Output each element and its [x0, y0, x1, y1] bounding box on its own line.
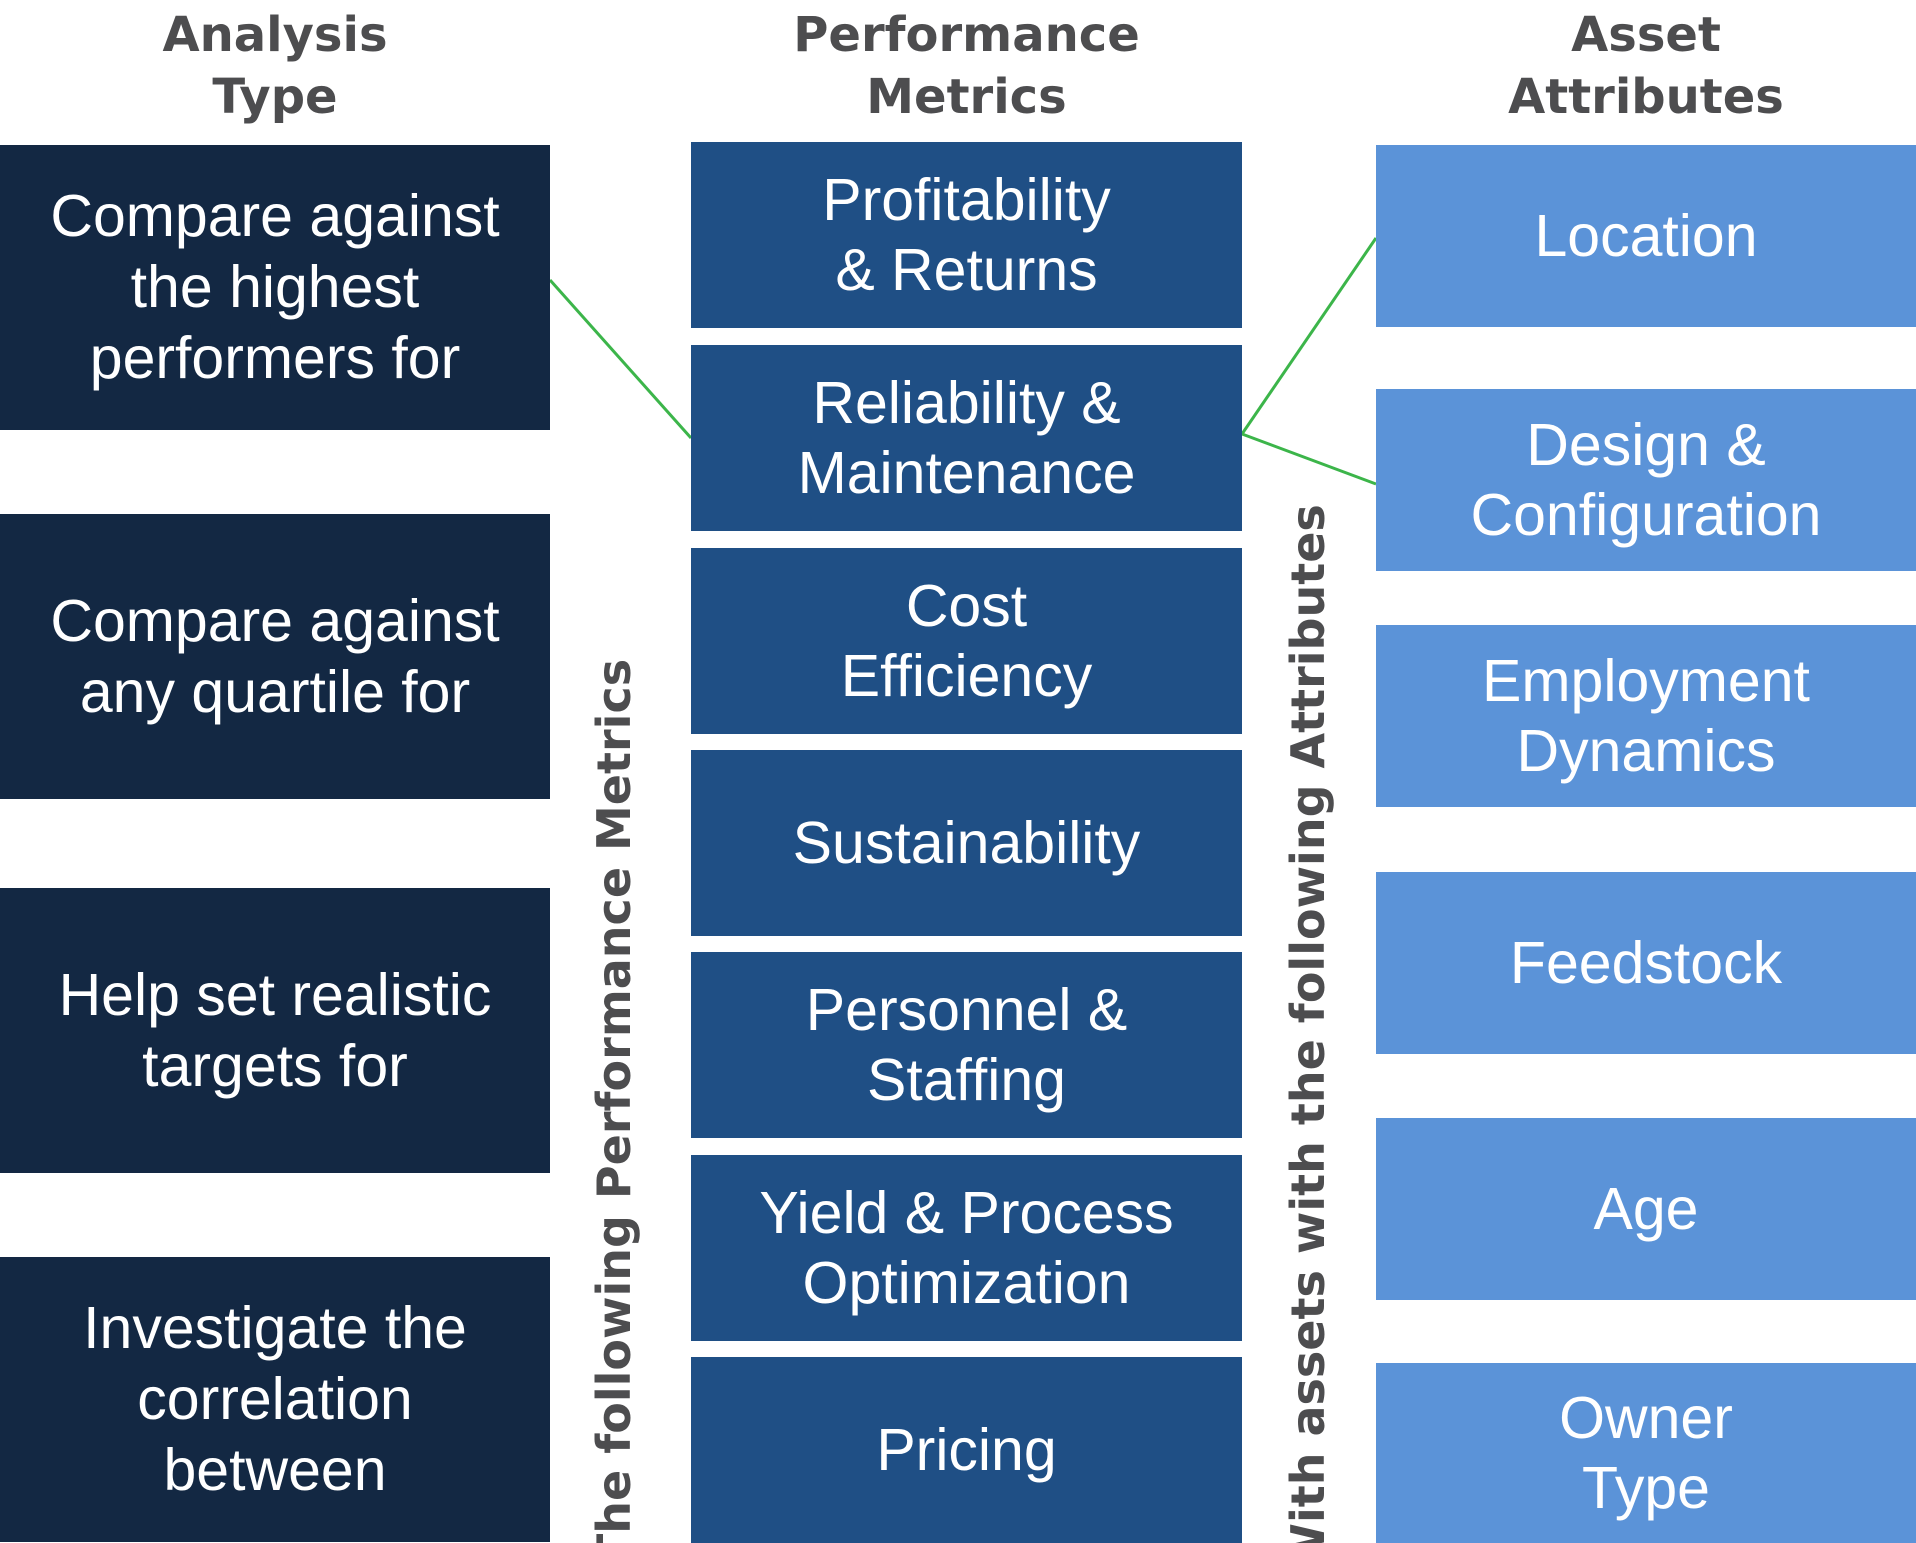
- metrics-connector-label: The following Performance Metrics: [587, 658, 641, 1543]
- attributes-connector-label: With assets with the following Attribute…: [1281, 504, 1335, 1543]
- connector-reliability-to-design: [1241, 432, 1377, 486]
- attribute-box-label: Age: [1593, 1176, 1699, 1242]
- analysis-box-label: Compare against any quartile for: [50, 587, 500, 725]
- metric-box-label: Reliability & Maintenance: [797, 370, 1136, 506]
- metric-box-pricing: Pricing: [691, 1357, 1242, 1543]
- analysis-box-correlation: Investigate the correlation between: [0, 1257, 550, 1542]
- attribute-box-label: Employment Dynamics: [1482, 648, 1810, 784]
- attribute-box-owner-type: Owner Type: [1376, 1363, 1916, 1543]
- attribute-box-location: Location: [1376, 145, 1916, 327]
- metric-box-sustainability: Sustainability: [691, 750, 1242, 936]
- attribute-box-employment: Employment Dynamics: [1376, 625, 1916, 807]
- metric-box-label: Sustainability: [792, 810, 1141, 876]
- analysis-box-label: Investigate the correlation between: [83, 1295, 467, 1503]
- metric-box-yield: Yield & Process Optimization: [691, 1155, 1242, 1341]
- analysis-type-header: Analysis Type: [162, 7, 388, 125]
- analysis-box-realistic-targets: Help set realistic targets for: [0, 888, 550, 1173]
- attribute-box-design: Design & Configuration: [1376, 389, 1916, 571]
- analysis-box-label: Compare against the highest performers f…: [50, 183, 500, 391]
- metric-box-personnel: Personnel & Staffing: [691, 952, 1242, 1138]
- performance-metrics-header: Performance Metrics: [793, 7, 1140, 125]
- attribute-box-label: Location: [1534, 203, 1758, 269]
- analysis-box-label: Help set realistic targets for: [58, 961, 492, 1099]
- attribute-box-label: Design & Configuration: [1470, 412, 1822, 548]
- analysis-box-any-quartile: Compare against any quartile for: [0, 514, 550, 799]
- metric-box-label: Cost Efficiency: [840, 573, 1093, 709]
- connector-analysis-to-reliability: [548, 279, 693, 439]
- asset-attributes-header: Asset Attributes: [1508, 7, 1784, 125]
- attribute-box-label: Feedstock: [1509, 930, 1783, 996]
- metric-box-cost-efficiency: Cost Efficiency: [691, 548, 1242, 734]
- connector-reliability-to-location: [1240, 237, 1378, 435]
- analysis-box-highest-performers: Compare against the highest performers f…: [0, 145, 550, 430]
- metric-box-label: Yield & Process Optimization: [759, 1180, 1174, 1316]
- metric-box-profitability: Profitability & Returns: [691, 142, 1242, 328]
- metric-box-label: Personnel & Staffing: [805, 977, 1128, 1113]
- metric-box-reliability: Reliability & Maintenance: [691, 345, 1242, 531]
- metric-box-label: Pricing: [876, 1417, 1057, 1483]
- attribute-box-age: Age: [1376, 1118, 1916, 1300]
- attribute-box-feedstock: Feedstock: [1376, 872, 1916, 1054]
- attribute-box-label: Owner Type: [1559, 1385, 1733, 1521]
- metric-box-label: Profitability & Returns: [822, 167, 1111, 303]
